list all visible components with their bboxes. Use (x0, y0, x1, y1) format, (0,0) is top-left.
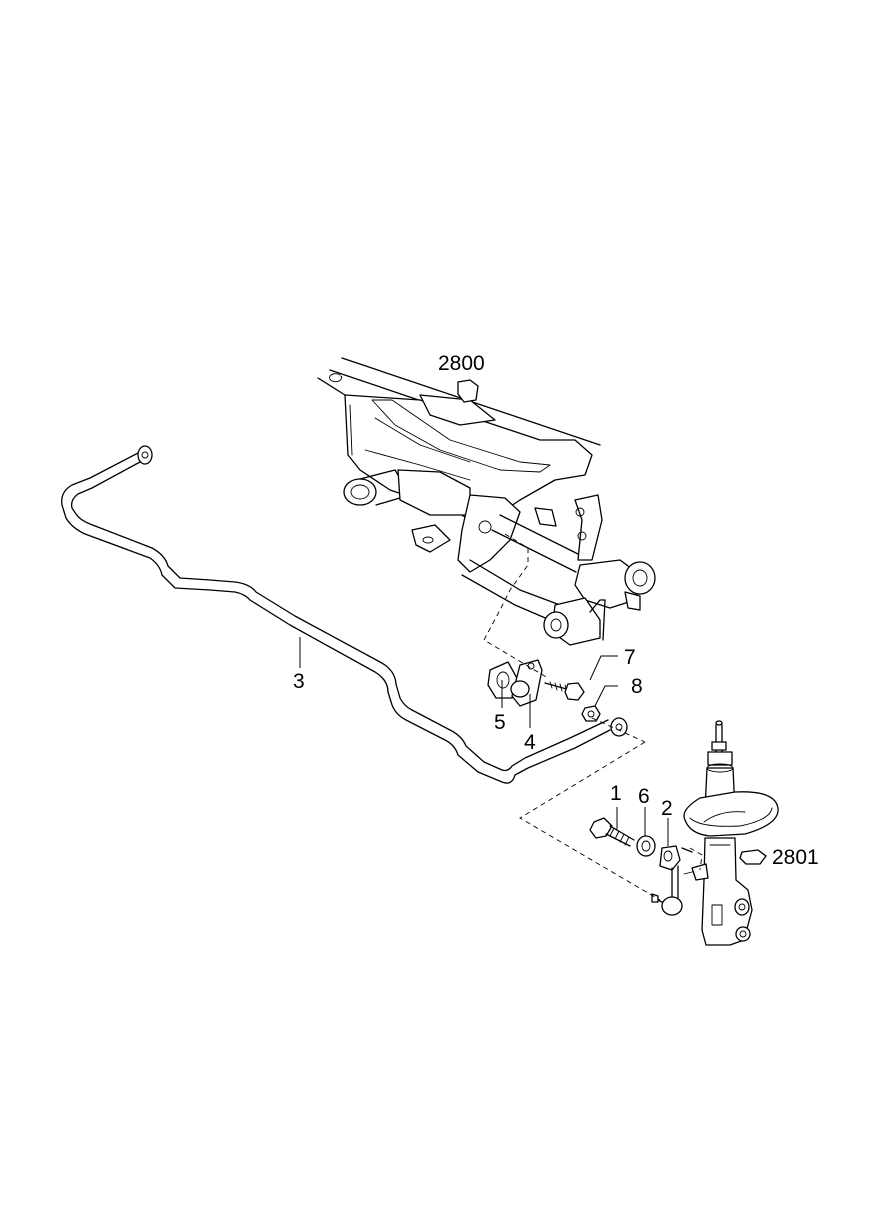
bolt-and-nut (544, 681, 601, 722)
callout-labels: 2800 2801 1 2 3 4 5 6 7 8 (293, 352, 819, 869)
part-label-1: 1 (610, 782, 622, 805)
ref-label-2801: 2801 (772, 846, 819, 869)
reference-arrow-icon (457, 379, 479, 403)
alignment-lines (483, 533, 703, 901)
part-label-6: 6 (638, 785, 650, 808)
stabilizer-bar (61, 445, 628, 784)
part-label-2: 2 (661, 797, 673, 820)
leader-lines (299, 637, 669, 846)
stabilizer-link-parts (589, 817, 701, 916)
part-label-4: 4 (524, 731, 536, 754)
subframe-assembly (317, 357, 656, 646)
strut-assembly (683, 720, 779, 946)
reference-arrow-icon (739, 849, 767, 865)
part-label-7: 7 (624, 646, 636, 669)
part-label-3: 3 (293, 670, 305, 693)
part-label-8: 8 (631, 675, 643, 698)
ref-label-2800: 2800 (438, 352, 485, 375)
part-label-5: 5 (494, 711, 506, 734)
bushing-and-bracket (487, 659, 543, 707)
